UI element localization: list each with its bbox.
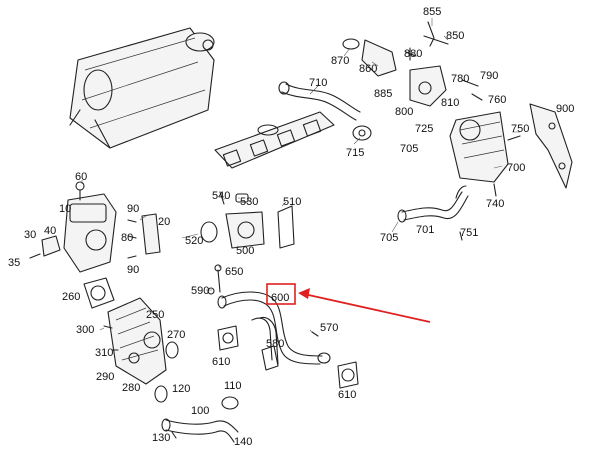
- highlight-box: [266, 283, 296, 305]
- label-80: 80: [121, 232, 133, 244]
- label-860: 860: [359, 63, 377, 75]
- label-870: 870: [331, 55, 349, 67]
- label-260: 260: [62, 291, 80, 303]
- label-270: 270: [167, 329, 185, 341]
- label-90-upper: 90: [127, 203, 139, 215]
- exhaust-manifold: [214, 111, 335, 169]
- pipe-100: [154, 385, 239, 443]
- highlight-600: [266, 283, 431, 323]
- label-700: 700: [507, 162, 525, 174]
- label-705-lower: 705: [380, 232, 398, 244]
- label-280: 280: [122, 382, 140, 394]
- egr-cooler-250: [103, 297, 179, 385]
- gasket-610-right: [337, 361, 359, 389]
- label-90-lower: 90: [127, 264, 139, 276]
- label-800: 800: [395, 106, 413, 118]
- label-20: 20: [158, 216, 170, 228]
- gasket-260: [83, 277, 115, 309]
- label-701: 701: [416, 224, 434, 236]
- label-310: 310: [95, 347, 113, 359]
- label-510: 510: [283, 196, 301, 208]
- label-500: 500: [236, 245, 254, 257]
- label-885: 885: [374, 88, 392, 100]
- label-880: 880: [404, 48, 422, 60]
- label-570: 570: [320, 322, 338, 334]
- label-540: 540: [212, 190, 230, 202]
- label-715: 715: [346, 147, 364, 159]
- label-590: 590: [191, 285, 209, 297]
- pipe-600: [207, 264, 331, 365]
- label-110: 110: [224, 380, 242, 392]
- label-35: 35: [8, 257, 20, 269]
- label-855: 855: [423, 6, 441, 18]
- label-60: 60: [75, 171, 87, 183]
- pipe-701: [397, 185, 469, 241]
- label-780: 780: [451, 73, 469, 85]
- label-600: 600: [271, 292, 289, 304]
- label-530: 530: [240, 196, 258, 208]
- label-300: 300: [76, 324, 94, 336]
- label-250: 250: [146, 309, 164, 321]
- upper-right-cluster: [342, 21, 483, 107]
- label-710: 710: [309, 77, 327, 89]
- label-30: 30: [24, 229, 36, 241]
- label-10: 10: [59, 203, 71, 215]
- highlight-arrow-line: [303, 293, 431, 323]
- gasket-715: [352, 125, 372, 141]
- label-790: 790: [480, 70, 498, 82]
- leader-lines: [81, 18, 520, 333]
- label-100: 100: [191, 405, 209, 417]
- label-810: 810: [441, 97, 459, 109]
- particulate-filter: [69, 27, 215, 149]
- egr-cooler-700: [449, 111, 521, 197]
- part-labels: 855 850 870 860 880 780 790 710 885 810 …: [8, 6, 574, 448]
- gasket-610-left: [217, 325, 239, 351]
- label-650: 650: [225, 266, 243, 278]
- gasket-580: [261, 345, 279, 371]
- label-130: 130: [152, 432, 170, 444]
- label-140: 140: [234, 436, 252, 448]
- bracket-900: [529, 103, 573, 189]
- label-120: 120: [172, 383, 190, 395]
- label-760: 760: [488, 94, 506, 106]
- label-40: 40: [44, 225, 56, 237]
- label-725: 725: [415, 123, 433, 135]
- label-740: 740: [486, 198, 504, 210]
- label-520: 520: [185, 235, 203, 247]
- label-705-upper: 705: [400, 143, 418, 155]
- label-850: 850: [446, 30, 464, 42]
- flange-group-500: [200, 191, 295, 249]
- label-751: 751: [460, 227, 478, 239]
- label-580: 580: [266, 338, 284, 350]
- highlight-arrow-head: [298, 288, 310, 299]
- label-610-right: 610: [338, 389, 356, 401]
- label-610-left: 610: [212, 356, 230, 368]
- egr-valve-10: [29, 181, 161, 273]
- label-750: 750: [511, 123, 529, 135]
- pipe-710: [278, 81, 361, 121]
- label-900: 900: [556, 103, 574, 115]
- label-290: 290: [96, 371, 114, 383]
